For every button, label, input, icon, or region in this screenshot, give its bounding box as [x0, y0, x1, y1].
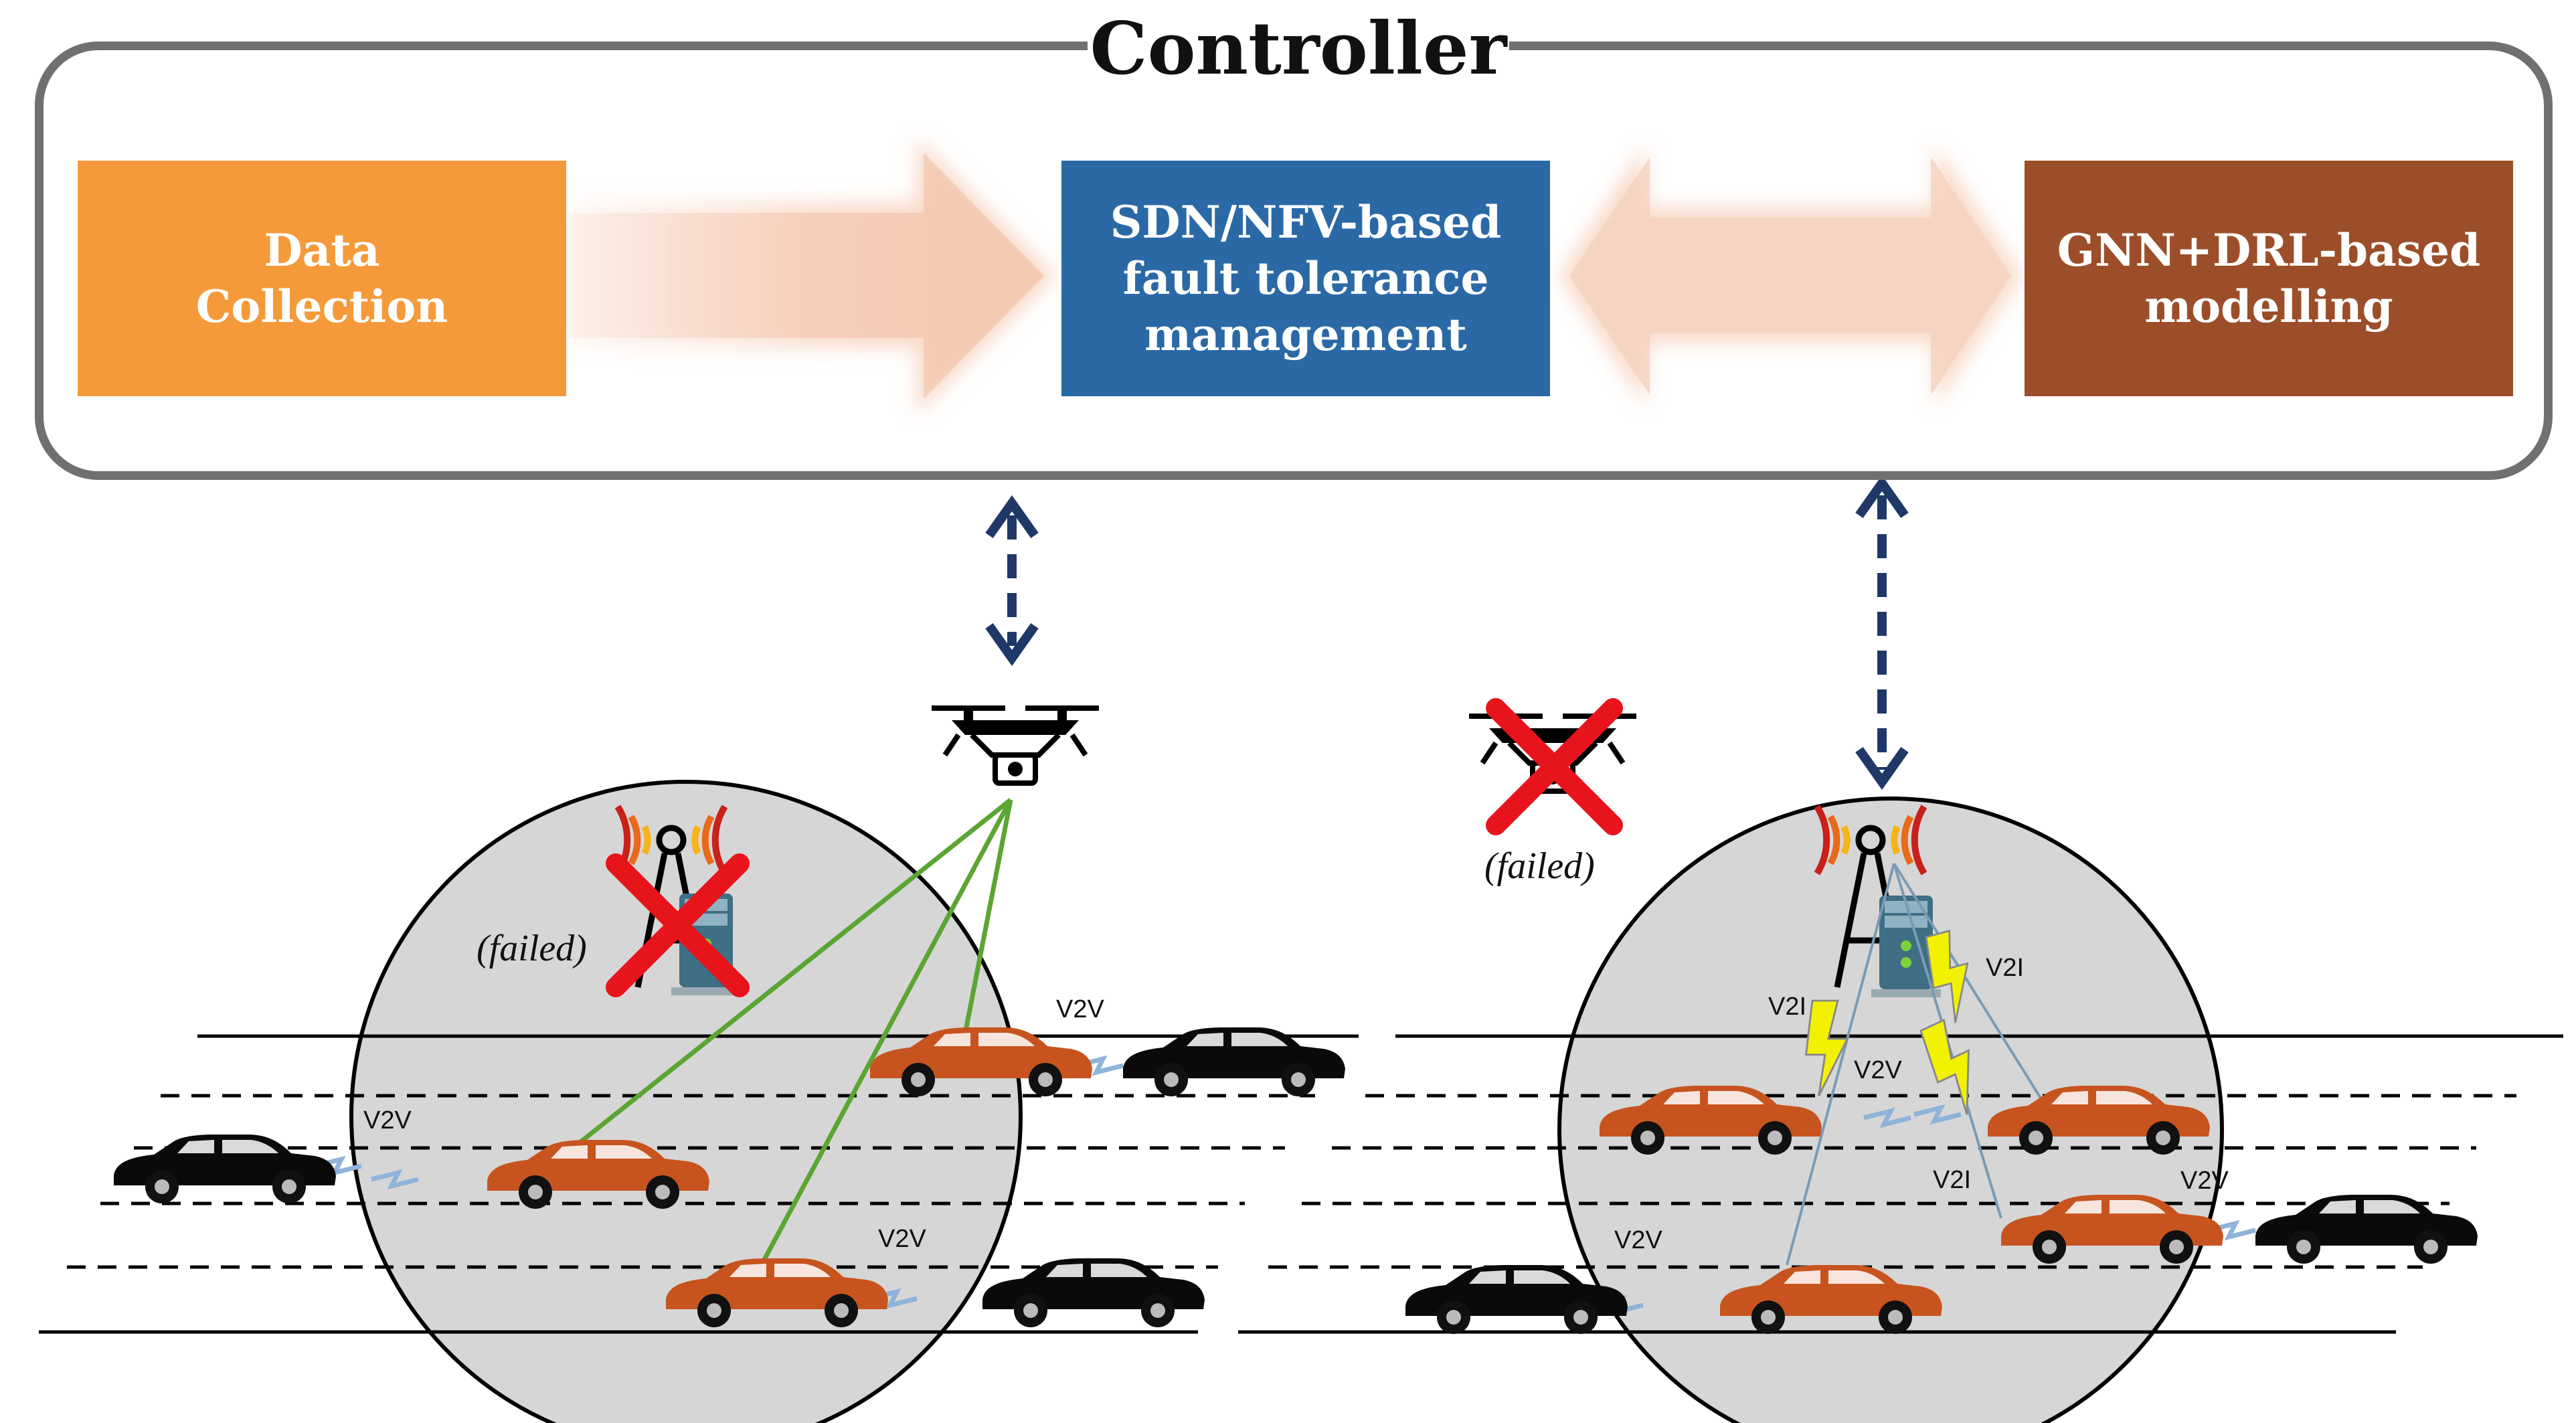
- controller-title: Controller: [1088, 5, 1509, 92]
- right-road: [1238, 1034, 2563, 1334]
- bidirectional-arrow: [1559, 144, 2021, 407]
- right-v2v-label-b: V2V: [2180, 1167, 2229, 1195]
- left-v2v-label-c: V2V: [878, 1225, 926, 1253]
- uav-links: [574, 798, 1013, 1270]
- left-v2v-label-a: V2V: [363, 1106, 412, 1135]
- control-link-right: [1855, 475, 1909, 790]
- cross-icon: [606, 853, 750, 997]
- cross-icon: [1486, 698, 1623, 835]
- car-icon: [982, 1258, 1205, 1327]
- left-v2v-label-b: V2V: [1056, 995, 1104, 1023]
- controller-frame: [35, 41, 2553, 480]
- sdn-nfv-box: SDN/NFV-based fault tolerance management: [1061, 161, 1550, 396]
- data-flow-arrow: [569, 137, 1054, 415]
- drone-icon: [932, 705, 1099, 783]
- left-coverage-area: [349, 780, 1023, 1423]
- left-failed-label: (failed): [477, 928, 587, 969]
- right-v2i-label-a: V2I: [1986, 954, 2025, 982]
- car-icon: [114, 1135, 336, 1203]
- left-road: [39, 1034, 1359, 1334]
- right-failed-label: (failed): [1484, 845, 1595, 887]
- right-v2i-label-b: V2I: [1768, 993, 1807, 1021]
- gnn-drl-box: GNN+DRL-based modelling: [2025, 161, 2513, 396]
- control-link-left: [985, 495, 1039, 667]
- right-v2v-label-a: V2V: [1854, 1056, 1902, 1084]
- right-v2v-label-c: V2V: [1614, 1226, 1662, 1254]
- data-collection-box: Data Collection: [78, 161, 566, 396]
- right-v2i-label-c: V2I: [1933, 1166, 1972, 1194]
